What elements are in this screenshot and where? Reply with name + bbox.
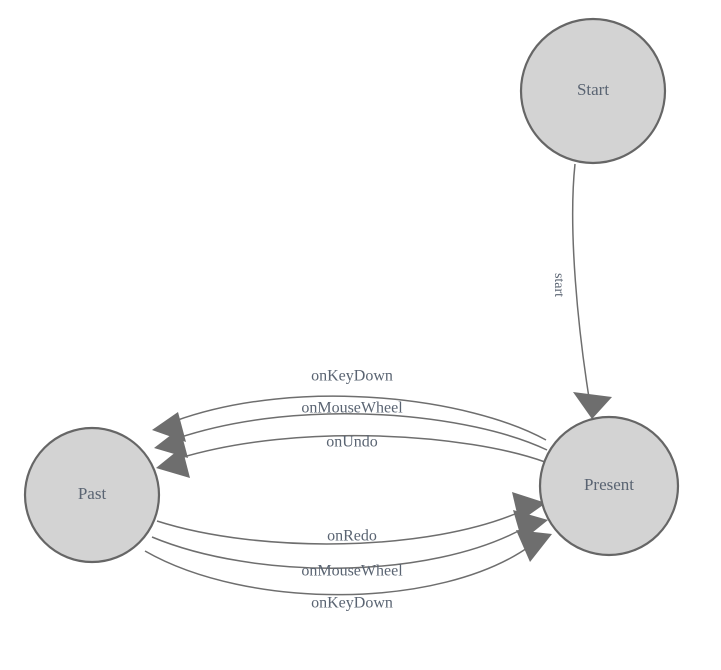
edge-present-to-past-onundo[interactable] [156, 434, 546, 478]
node-past-label: Past [78, 484, 107, 503]
edge-present-to-past-onmousewheel-path [177, 412, 548, 451]
edge-label-start: start [551, 273, 566, 297]
node-present-circle [538, 415, 680, 557]
edge-start-to-present[interactable] [571, 163, 612, 419]
node-start-circle [519, 17, 667, 165]
edge-present-to-past-onundo-path [179, 434, 546, 463]
edge-label-present-to-past-onmousewheel: onMouseWheel [301, 400, 403, 417]
node-start[interactable]: Start [519, 17, 667, 165]
node-past[interactable]: Past [23, 426, 161, 564]
edge-past-to-present-onkeydown-arrowhead [516, 530, 552, 562]
edge-start-to-present-path [571, 163, 591, 405]
edge-past-to-present-onredo-path [156, 510, 523, 545]
edge-label-past-to-present-onmousewheel: onMouseWheel [301, 563, 403, 580]
edge-present-to-past-onundo-arrowhead [156, 447, 190, 478]
node-present[interactable]: Present [538, 415, 680, 557]
edge-past-to-present-onkeydown[interactable] [144, 530, 552, 596]
edge-start-to-present-arrowhead [573, 392, 612, 419]
edge-label-past-to-present-onkeydown: onKeyDown [311, 595, 393, 612]
edge-past-to-present-onkeydown-path [144, 545, 531, 596]
edge-label-past-to-present-onredo: onRedo [327, 528, 377, 545]
node-start-label: Start [577, 80, 609, 99]
edge-label-present-to-past-onundo: onUndo [326, 434, 378, 451]
edge-present-to-past-onkeydown-path [174, 395, 547, 441]
edge-label-present-to-past-onkeydown: onKeyDown [311, 368, 393, 385]
node-past-circle [23, 426, 161, 564]
node-present-label: Present [584, 475, 634, 494]
edge-past-to-present-onmousewheel-path [151, 527, 525, 569]
